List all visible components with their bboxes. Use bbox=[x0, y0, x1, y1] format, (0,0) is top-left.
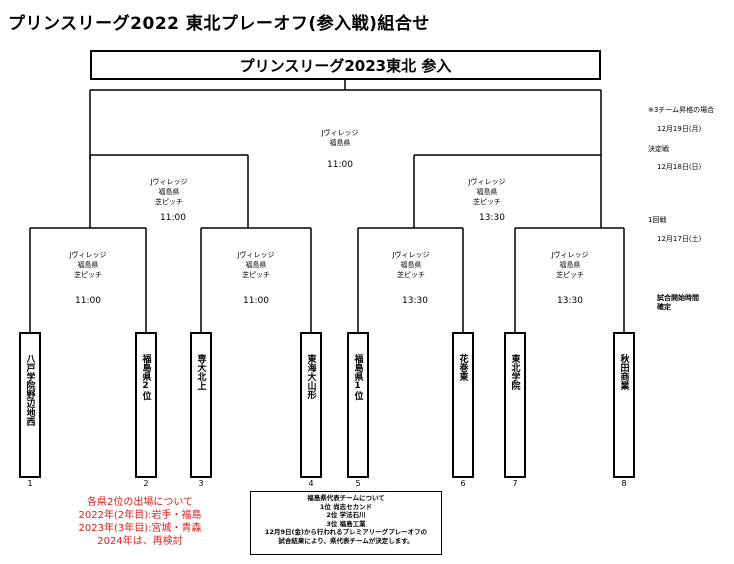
team-name: 東海大山形 bbox=[305, 354, 316, 399]
final-venue-line: Jヴィレッジ bbox=[321, 129, 359, 137]
fukushima-representative-box: 福島県代表チームについて 1位 尚志セカンド 2位 学法石川 3位 福島工業 1… bbox=[250, 491, 442, 555]
team-box-1: 八戸学院野辺地西 bbox=[19, 332, 41, 478]
r1-time-2: 11:00 bbox=[243, 296, 269, 306]
team-number-6: 6 bbox=[460, 479, 466, 488]
team-box-3: 専大北上 bbox=[190, 332, 212, 478]
venue-line: 芝ピッチ bbox=[74, 271, 102, 279]
venue-line: Jヴィレッジ bbox=[468, 178, 506, 186]
promotion-box: プリンスリーグ2023東北 参入 bbox=[90, 50, 601, 80]
team-number-2: 2 bbox=[143, 479, 149, 488]
r1-date: 12月17日(土) bbox=[657, 235, 702, 243]
promotion-note: ※3チーム昇格の場合 bbox=[648, 106, 715, 114]
venue-line: 芝ピッチ bbox=[397, 271, 425, 279]
venue-line: 福島県 bbox=[245, 261, 267, 269]
r1-venue-3: Jヴィレッジ 福島県 芝ピッチ bbox=[381, 250, 441, 280]
final-label: 決定戦 bbox=[648, 145, 669, 153]
team-number-1: 1 bbox=[27, 479, 33, 488]
box-line: 試合結果により、県代表チームが決定します。 bbox=[278, 536, 414, 545]
team-name: 福島県2位 bbox=[140, 354, 151, 400]
semi-time-left: 11:00 bbox=[160, 213, 186, 223]
team-number-7: 7 bbox=[512, 479, 518, 488]
final-date: 12月19日(月) bbox=[657, 125, 702, 133]
team-name: 花巻東 bbox=[457, 354, 468, 381]
venue-line: Jヴィレッジ bbox=[69, 251, 107, 259]
team-number-8: 8 bbox=[621, 479, 627, 488]
venue-line: 芝ピッチ bbox=[155, 198, 183, 206]
team-name: 福島県1位 bbox=[352, 354, 363, 400]
final-venue: Jヴィレッジ 福島県 bbox=[310, 128, 370, 148]
r1-venue-2: Jヴィレッジ 福島県 芝ピッチ bbox=[226, 250, 286, 280]
r1-time-1: 11:00 bbox=[75, 296, 101, 306]
note-line: 2022年(2年目):岩手・福島 bbox=[78, 510, 202, 521]
r1-time-4: 13:30 bbox=[557, 296, 583, 306]
team-box-6: 花巻東 bbox=[452, 332, 474, 478]
box-line: 1位 尚志セカンド bbox=[319, 502, 373, 511]
final-venue-line: 福島県 bbox=[329, 139, 351, 147]
venue-line: 福島県 bbox=[158, 188, 180, 196]
team-name: 東北学院 bbox=[509, 354, 520, 390]
team-box-8: 秋田商業 bbox=[613, 332, 635, 478]
venue-line: 芝ピッチ bbox=[242, 271, 270, 279]
venue-line: Jヴィレッジ bbox=[392, 251, 430, 259]
team-name: 専大北上 bbox=[195, 354, 206, 390]
venue-line: 福島県 bbox=[476, 188, 498, 196]
semi-venue-right: Jヴィレッジ 福島県 芝ピッチ bbox=[457, 177, 517, 207]
second-place-note: 各県2位の出場について 2022年(2年目):岩手・福島 2023年(3年目):… bbox=[65, 496, 215, 548]
semi-date: 12月18日(日) bbox=[657, 163, 702, 171]
venue-line: 芝ピッチ bbox=[556, 271, 584, 279]
kickoff-line: 確定 bbox=[657, 303, 671, 311]
note-line: 2024年は、再検討 bbox=[97, 536, 183, 547]
semi-time-right: 13:30 bbox=[479, 213, 505, 223]
team-name: 八戸学院野辺地西 bbox=[24, 354, 35, 426]
team-name: 秋田商業 bbox=[618, 354, 629, 390]
kickoff-note: 試合開始時間 確定 bbox=[657, 294, 699, 312]
team-number-4: 4 bbox=[308, 479, 314, 488]
venue-line: 福島県 bbox=[77, 261, 99, 269]
venue-line: 福島県 bbox=[559, 261, 581, 269]
team-box-4: 東海大山形 bbox=[300, 332, 322, 478]
venue-line: Jヴィレッジ bbox=[237, 251, 275, 259]
r1-venue-1: Jヴィレッジ 福島県 芝ピッチ bbox=[58, 250, 118, 280]
r1-venue-4: Jヴィレッジ 福島県 芝ピッチ bbox=[540, 250, 600, 280]
box-line: 福島県代表チームについて bbox=[307, 494, 385, 502]
kickoff-line: 試合開始時間 bbox=[657, 294, 699, 302]
venue-line: 福島県 bbox=[400, 261, 422, 269]
team-number-3: 3 bbox=[198, 479, 204, 488]
box-line: 3位 福島工業 bbox=[326, 519, 366, 528]
r1-time-3: 13:30 bbox=[402, 296, 428, 306]
team-number-5: 5 bbox=[355, 479, 361, 488]
note-line: 各県2位の出場について bbox=[86, 497, 194, 508]
venue-line: 芝ピッチ bbox=[473, 198, 501, 206]
team-box-7: 東北学院 bbox=[504, 332, 526, 478]
page-title: プリンスリーグ2022 東北プレーオフ(参入戦)組合せ bbox=[8, 14, 430, 34]
semi-venue-left: Jヴィレッジ 福島県 芝ピッチ bbox=[139, 177, 199, 207]
final-time: 11:00 bbox=[327, 160, 353, 170]
box-line: 12月9日(金)から行われるプレミアリーグプレーオフの bbox=[264, 528, 428, 536]
team-box-5: 福島県1位 bbox=[347, 332, 369, 478]
note-line: 2023年(3年目):宮城・青森 bbox=[78, 523, 202, 534]
venue-line: Jヴィレッジ bbox=[150, 178, 188, 186]
box-line: 2位 学法石川 bbox=[326, 511, 366, 519]
team-box-2: 福島県2位 bbox=[135, 332, 157, 478]
r1-label: 1回戦 bbox=[648, 216, 667, 224]
venue-line: Jヴィレッジ bbox=[551, 251, 589, 259]
